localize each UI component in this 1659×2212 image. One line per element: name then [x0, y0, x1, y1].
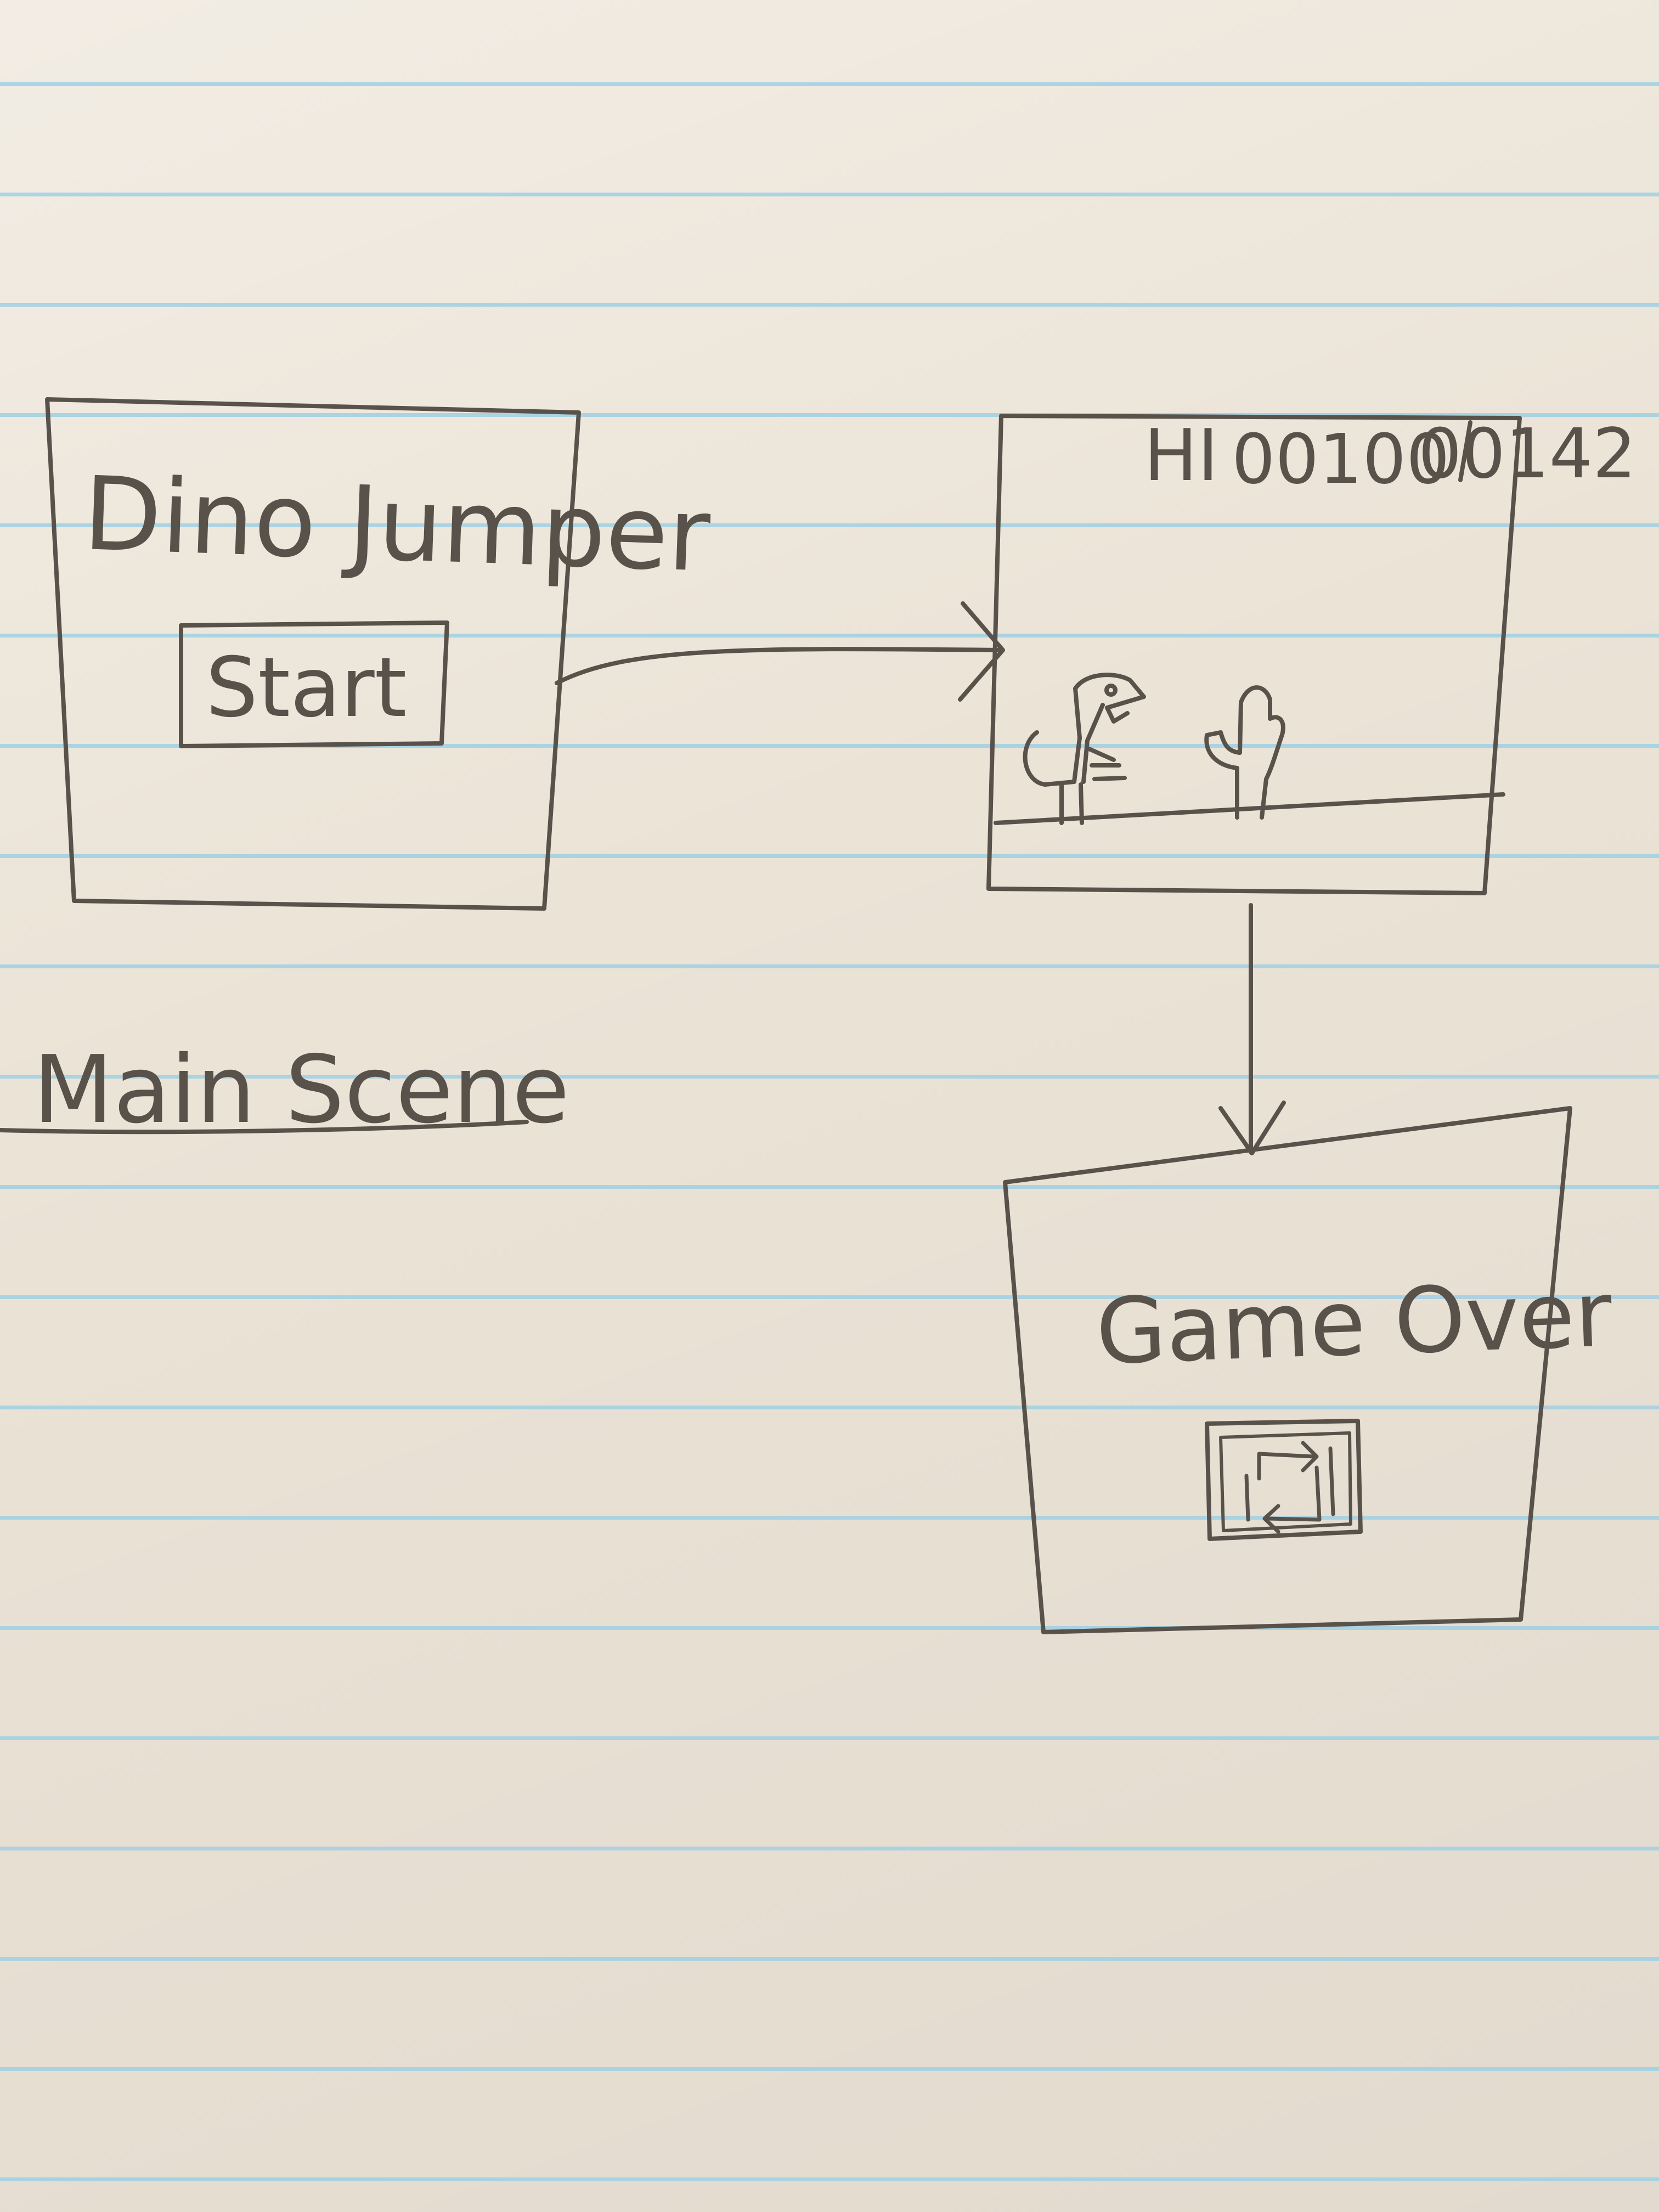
- rule-line: [0, 413, 1659, 417]
- rule-line: [0, 2067, 1659, 2071]
- rule-line: [0, 1626, 1659, 1630]
- rule-line: [0, 1075, 1659, 1079]
- rule-line: [0, 1957, 1659, 1961]
- rule-line: [0, 2177, 1659, 2181]
- rule-line: [0, 964, 1659, 968]
- rule-line: [0, 82, 1659, 86]
- cactus-obstacle: [1204, 685, 1285, 820]
- rule-line: [0, 1847, 1659, 1850]
- rule-line: [0, 744, 1659, 748]
- rule-line: [0, 1736, 1659, 1740]
- hi-score: 00100: [1232, 420, 1450, 499]
- rule-line: [0, 1516, 1659, 1520]
- ground-line: [994, 792, 1505, 825]
- dino-sprite: [1023, 673, 1146, 825]
- restart-icon: [1244, 1441, 1335, 1534]
- game-over-box: [1003, 1106, 1572, 1634]
- game-over-title: Game Over: [1094, 1261, 1614, 1385]
- game-screen-box: [986, 414, 1522, 895]
- rule-line: [0, 1185, 1659, 1189]
- start-button-box: [179, 620, 449, 748]
- restart-button: [1205, 1419, 1363, 1541]
- rule-line: [0, 634, 1659, 637]
- caption-underline: [0, 1120, 529, 1135]
- rule-line: [0, 523, 1659, 527]
- current-score: 00142: [1418, 414, 1637, 494]
- rule-line: [0, 193, 1659, 196]
- title-screen-title: Dino Jumper: [81, 454, 712, 595]
- hi-label: HI: [1144, 414, 1218, 497]
- arrow-to-game-screen: [555, 647, 1003, 685]
- title-screen-box: [45, 397, 581, 911]
- start-button-label: Start: [206, 640, 407, 736]
- main-scene-caption: Main Scene: [33, 1036, 569, 1144]
- rule-line: [0, 854, 1659, 858]
- rule-line: [0, 1406, 1659, 1409]
- rule-line: [0, 303, 1659, 307]
- rule-line: [0, 1295, 1659, 1299]
